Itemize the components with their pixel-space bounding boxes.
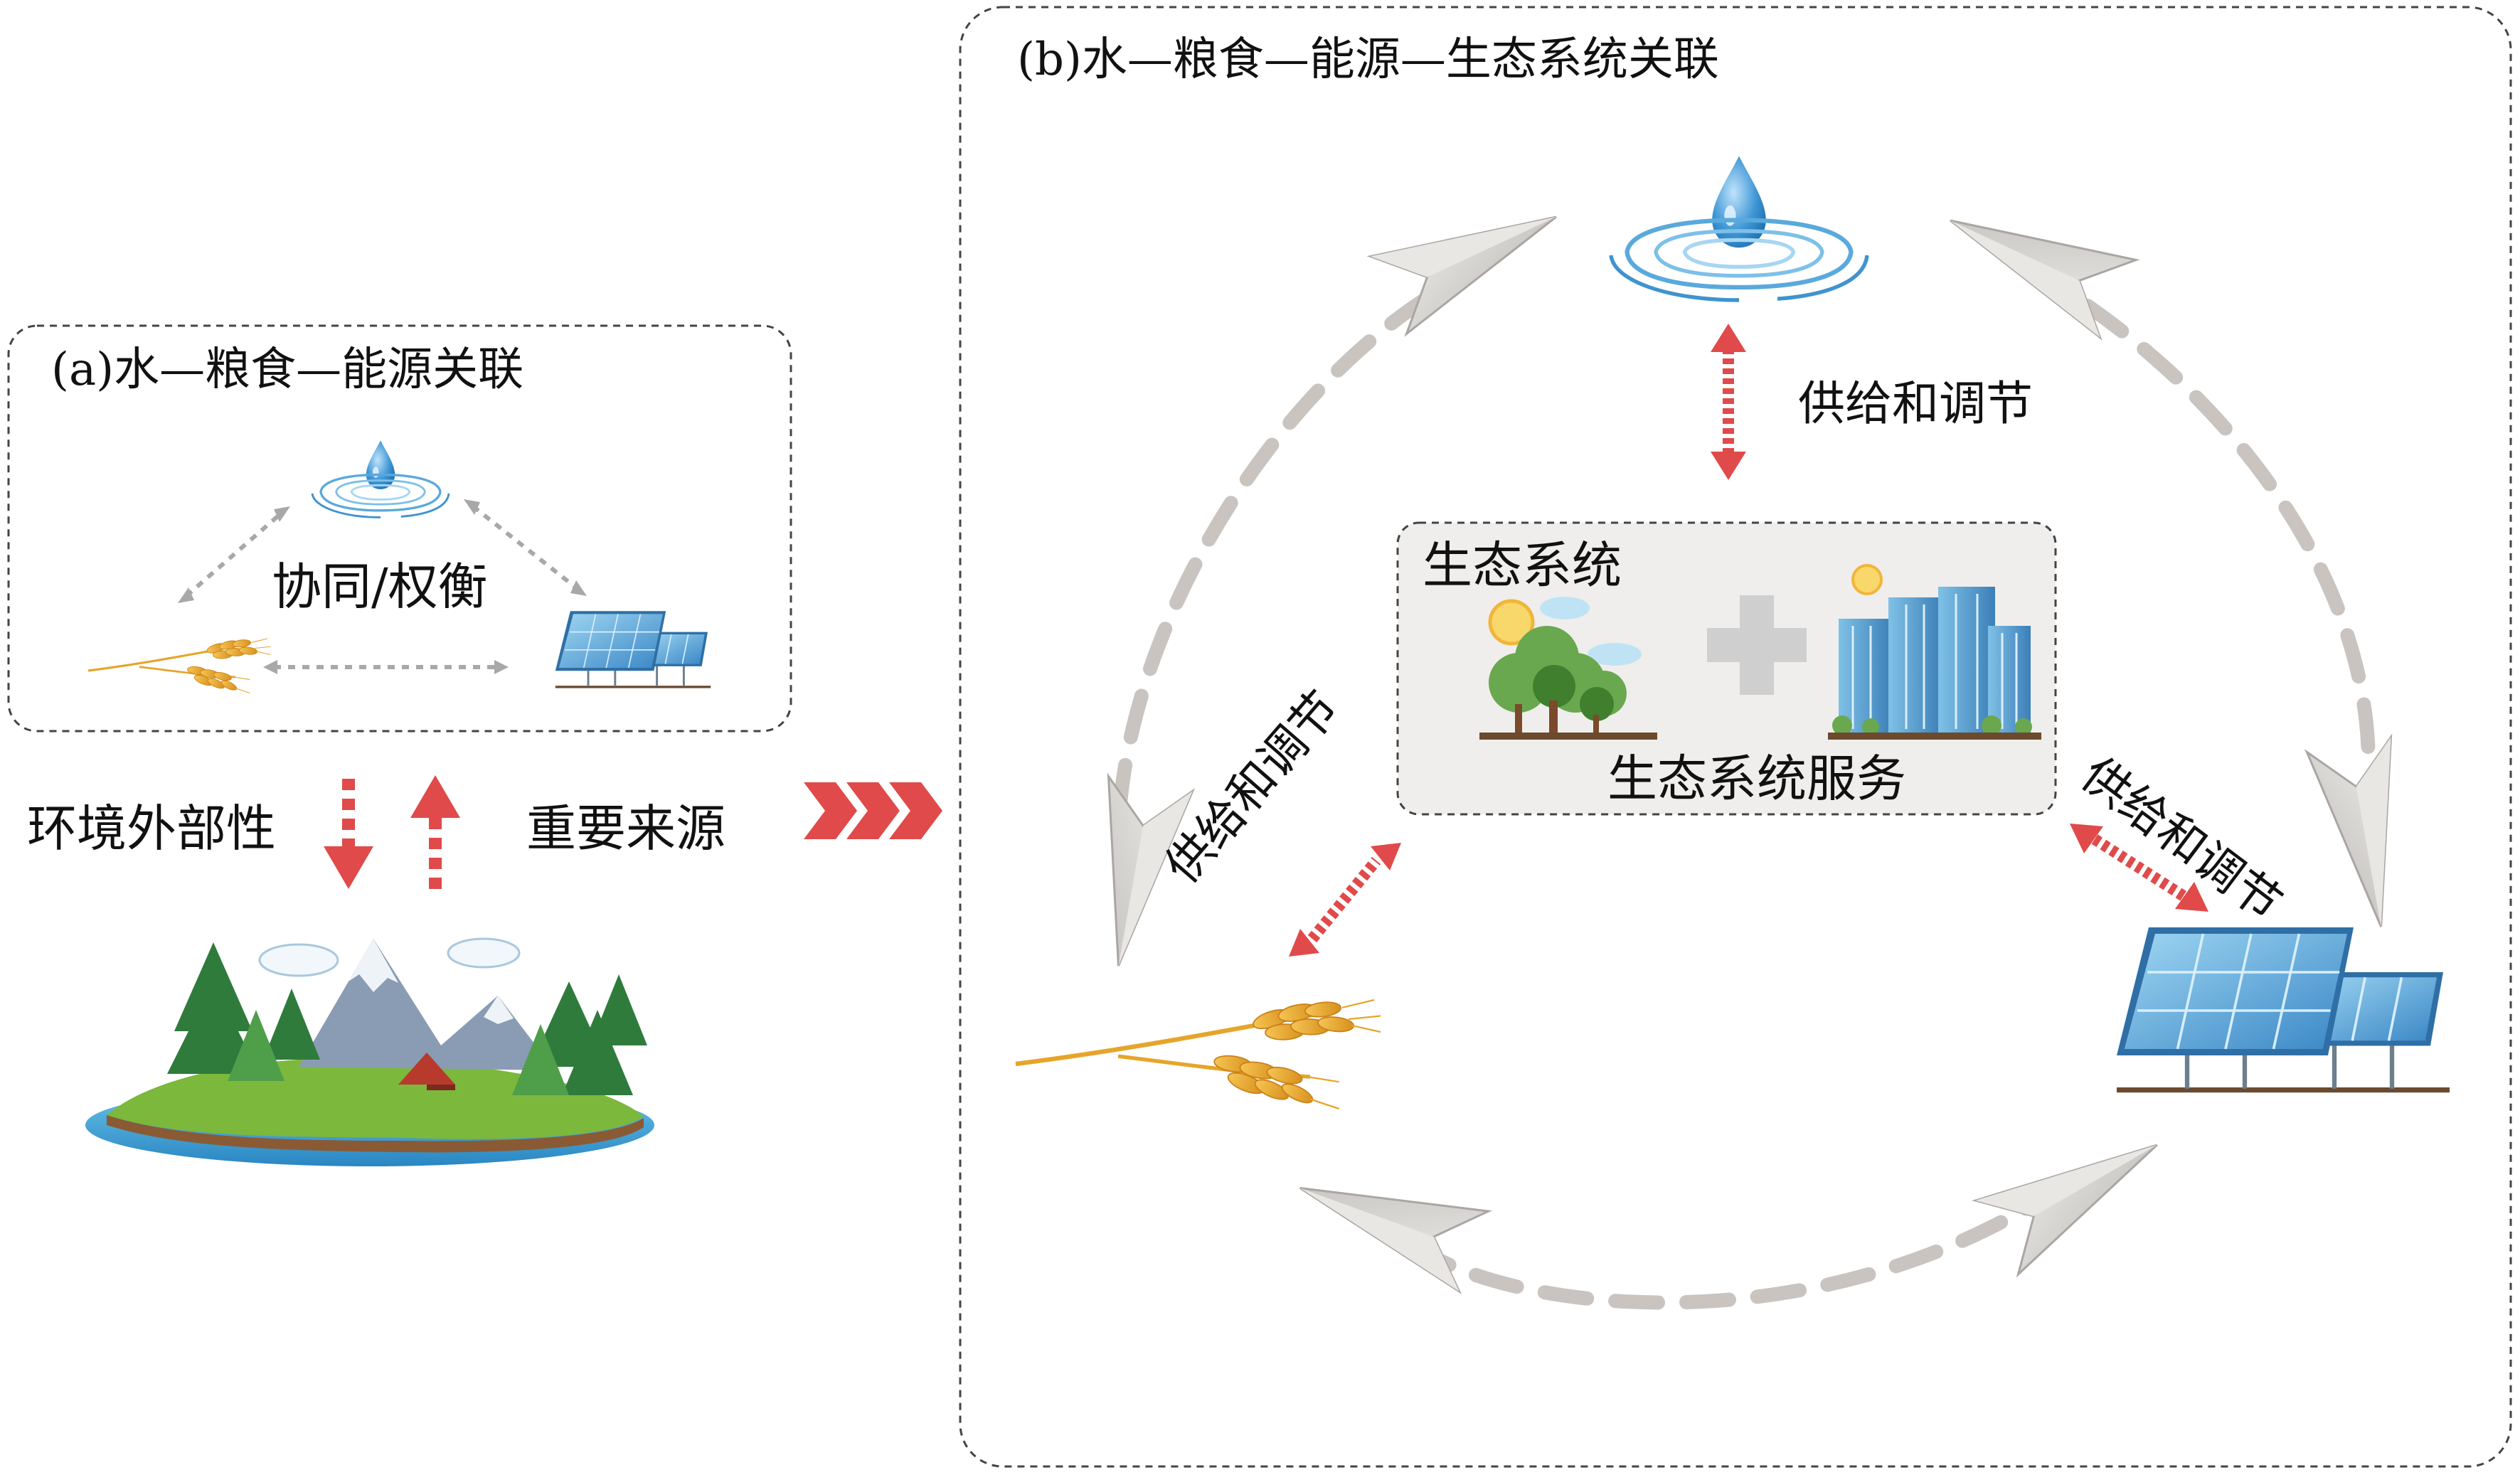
plus-icon <box>1707 595 1807 695</box>
synergy-arrows <box>185 504 579 669</box>
panel-a-frame <box>7 324 792 733</box>
chevron-arrow-icon <box>1284 1146 1490 1293</box>
supply-arrow-top <box>1711 324 1746 480</box>
ecosystem-box <box>1396 521 2057 816</box>
panel-b-title: (b)水—粮食—能源—生态系统关联 <box>1017 33 1719 86</box>
chevron-arrow-icon <box>1974 1107 2180 1276</box>
source-label: 重要来源 <box>526 799 725 858</box>
wheat-icon <box>1016 1000 1381 1109</box>
supply-arrow-right <box>2070 824 2208 912</box>
source-arrow <box>410 775 460 889</box>
supply-regulation-label-top: 供给和调节 <box>1798 376 2033 431</box>
synergy-label: 协同/权衡 <box>272 558 488 616</box>
cycle-loop <box>1113 292 2376 1310</box>
city-icon <box>1828 564 2041 740</box>
landscape-icon <box>85 937 654 1166</box>
solar-panel-icon <box>554 609 712 690</box>
water-drop-icon <box>1611 156 1867 301</box>
externality-arrow <box>324 779 373 889</box>
panel-b-frame <box>959 6 2512 1468</box>
wheat-icon <box>87 637 272 695</box>
ecosystem-service-label: 生态系统服务 <box>1607 750 1906 808</box>
chevron-arrow-icon <box>2305 736 2425 935</box>
ecosystem-title: 生态系统 <box>1423 536 1622 595</box>
externality-label: 环境外部性 <box>27 799 276 858</box>
forest-icon <box>1479 597 1657 740</box>
solar-panel-icon <box>2117 927 2450 1092</box>
transition-arrow <box>804 782 942 839</box>
water-drop-icon <box>311 439 450 519</box>
supply-arrow-left <box>1289 843 1401 957</box>
panel-a-title: (a)水—粮食—能源关联 <box>51 344 524 396</box>
